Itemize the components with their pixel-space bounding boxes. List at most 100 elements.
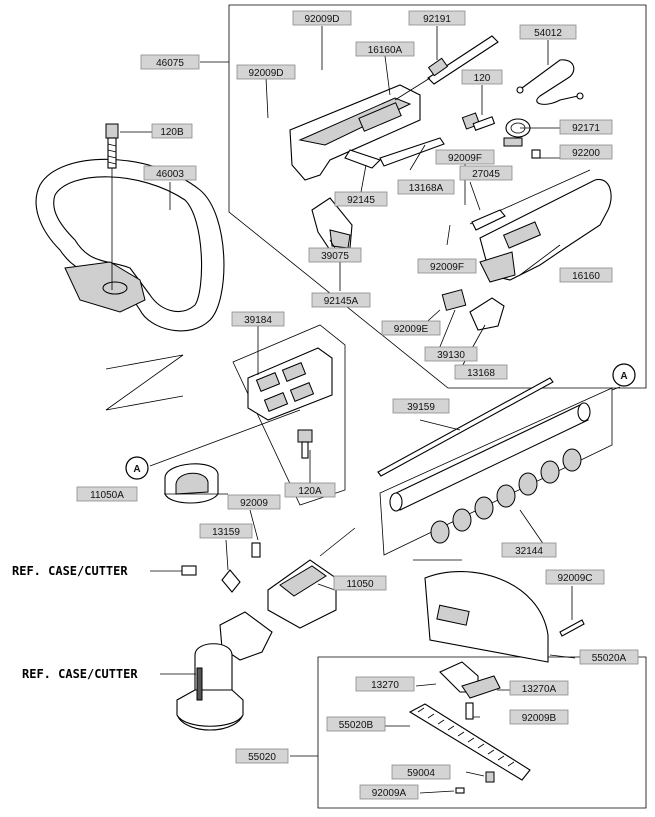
callout-92009E: 92009E <box>381 320 441 336</box>
svg-text:46075: 46075 <box>156 58 184 69</box>
ref-label-2: REF. CASE/CUTTER <box>22 667 138 681</box>
callout-92145: 92145 <box>334 191 388 207</box>
marker-a-right: A <box>612 363 636 387</box>
svg-text:13270: 13270 <box>371 680 399 691</box>
callout-39075: 39075 <box>308 247 362 263</box>
svg-text:120: 120 <box>474 73 491 84</box>
svg-text:55020: 55020 <box>248 752 276 763</box>
pin-13159 <box>221 569 241 593</box>
bolt-120B <box>105 123 119 290</box>
marker-leaders <box>149 386 621 557</box>
callout-11050A: 11050A <box>76 486 138 502</box>
callout-120: 120 <box>461 69 503 85</box>
screw-92009A <box>455 787 465 794</box>
svg-text:120A: 120A <box>298 486 322 497</box>
callout-54012: 54012 <box>519 24 577 40</box>
cable-54012 <box>516 59 584 105</box>
callout-16160A: 16160A <box>355 41 415 57</box>
callout-13159: 13159 <box>199 523 253 539</box>
svg-text:92009D: 92009D <box>248 68 283 79</box>
marker-a-left-text: A <box>133 464 140 475</box>
callout-59004: 59004 <box>391 764 451 780</box>
callout-55020: 55020 <box>235 748 289 764</box>
bracket-59004 <box>485 771 495 783</box>
trigger-39075 <box>311 197 353 251</box>
svg-text:11050A: 11050A <box>90 490 124 501</box>
group-32144-outline <box>379 387 613 556</box>
group-46075-outline <box>228 4 647 389</box>
svg-text:92145: 92145 <box>347 195 375 206</box>
shaft-32144 <box>389 402 591 544</box>
svg-text:92191: 92191 <box>423 14 451 25</box>
svg-text:46003: 46003 <box>156 169 184 180</box>
svg-text:92171: 92171 <box>572 123 600 134</box>
rod-92191 <box>394 35 499 101</box>
svg-text:92009E: 92009E <box>394 324 429 335</box>
svg-text:92009B: 92009B <box>522 713 557 724</box>
callout-92009D-b: 92009D <box>236 64 296 80</box>
callout-92009D-a: 92009D <box>292 10 352 26</box>
callout-46075: 46075 <box>140 54 200 70</box>
callout-55020B: 55020B <box>326 716 386 732</box>
svg-text:16160: 16160 <box>572 271 600 282</box>
callout-92145A: 92145A <box>311 292 371 308</box>
loop-handle-46003 <box>35 158 225 332</box>
callout-13270: 13270 <box>355 676 415 692</box>
callout-92009C: 92009C <box>545 569 605 585</box>
clamp-block-39184 <box>247 347 333 421</box>
screw-92009B <box>465 702 474 720</box>
callout-92009B: 92009B <box>509 709 569 725</box>
callout-39184: 39184 <box>231 311 285 327</box>
svg-text:39075: 39075 <box>321 251 349 262</box>
svg-text:59004: 59004 <box>407 768 435 779</box>
callout-92009F-a: 92009F <box>435 149 495 165</box>
screw-92009C <box>559 619 585 637</box>
svg-text:13159: 13159 <box>212 527 240 538</box>
callout-13270A: 13270A <box>509 680 569 696</box>
clamp-11050A <box>164 463 219 504</box>
drive-rod-39159 <box>377 377 554 477</box>
handle-bracket-outline <box>105 354 184 411</box>
switch-39130 <box>441 289 467 311</box>
svg-text:92009A: 92009A <box>372 788 407 799</box>
ref-bolt <box>181 565 197 576</box>
svg-text:92009F: 92009F <box>430 262 464 273</box>
throttle-27045 <box>471 209 506 231</box>
svg-text:92009: 92009 <box>240 498 268 509</box>
plate-13270A <box>461 675 501 699</box>
svg-text:27045: 27045 <box>472 169 500 180</box>
callout-32144: 32144 <box>501 542 557 558</box>
bolt-92009 <box>251 542 261 558</box>
svg-text:92009F: 92009F <box>448 153 482 164</box>
group-39184-outline <box>232 324 346 506</box>
svg-text:11050: 11050 <box>346 579 374 590</box>
marker-a-right-text: A <box>620 371 627 382</box>
screw-92200 <box>531 149 541 159</box>
handle-half-16160A <box>289 84 421 181</box>
svg-text:39130: 39130 <box>437 350 465 361</box>
ref-label-1: REF. CASE/CUTTER <box>12 564 128 578</box>
bolt-120 <box>461 112 496 131</box>
callout-120A: 120A <box>284 482 336 498</box>
svg-text:39184: 39184 <box>244 315 272 326</box>
svg-text:13168: 13168 <box>467 368 495 379</box>
plate-13168 <box>469 297 505 331</box>
callout-55020A: 55020A <box>579 649 639 665</box>
bolt-120A <box>297 429 313 459</box>
svg-text:13168A: 13168A <box>409 183 444 194</box>
clamp-11050 <box>267 559 337 629</box>
svg-text:92009D: 92009D <box>304 14 339 25</box>
svg-text:32144: 32144 <box>515 546 543 557</box>
callout-16160: 16160 <box>559 267 613 283</box>
guard-55020A <box>424 571 549 663</box>
callout-92191: 92191 <box>408 10 466 26</box>
svg-text:55020B: 55020B <box>339 720 374 731</box>
svg-text:92009C: 92009C <box>557 573 592 584</box>
blade-55020B <box>408 703 531 781</box>
callout-39159: 39159 <box>392 398 450 414</box>
callout-92009F-b: 92009F <box>417 258 477 274</box>
svg-text:16160A: 16160A <box>368 45 403 56</box>
svg-text:55020A: 55020A <box>592 653 627 664</box>
